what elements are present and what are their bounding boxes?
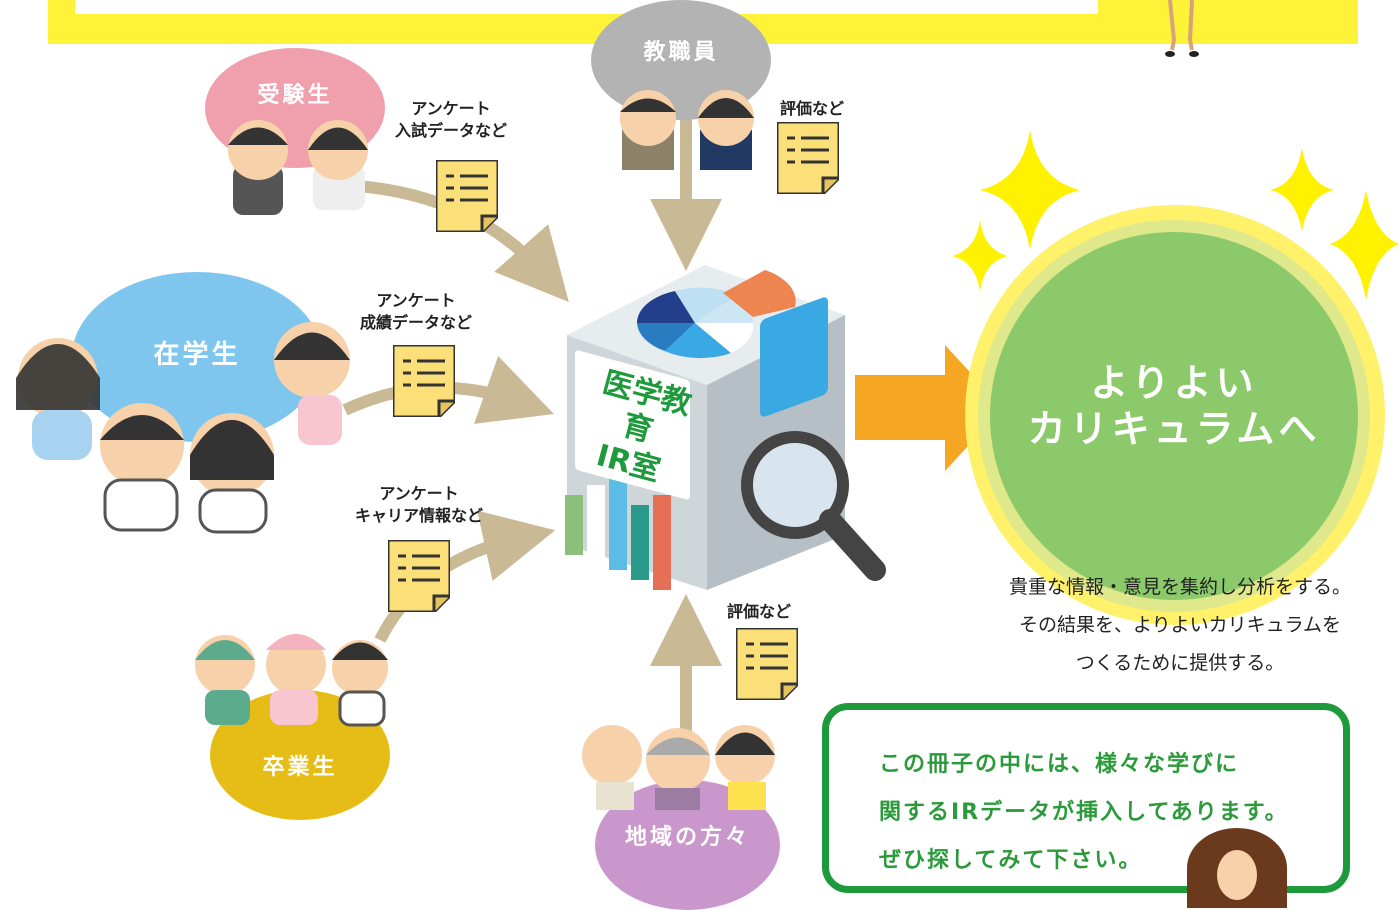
note-box-line3: ぜひ探してみて下さい。: [879, 848, 1143, 873]
note-box-line2: 関するIRデータが挿入してあります。: [879, 800, 1289, 825]
person-legs-icon: [1158, 0, 1208, 60]
description-line3: つくるために提供する。: [1075, 652, 1285, 674]
applicants-data-label: アンケート 入試データなど: [395, 98, 507, 142]
applicant-faces: [228, 120, 368, 215]
memo-icon-applicants: [436, 160, 498, 232]
students-data-label: アンケート 成績データなど: [360, 290, 472, 334]
sparkle-decoration: [952, 130, 1399, 300]
students-data-label-line1: アンケート: [376, 291, 456, 310]
graduates-data-label-line2: キャリア情報など: [355, 506, 484, 525]
memo-icon-community: [736, 628, 798, 700]
students-data-label-line2: 成績データなど: [360, 313, 473, 332]
description-line1: 貴重な情報・意見を集約し分析をする。: [1008, 576, 1351, 598]
top-banner-inner: [75, 0, 1098, 14]
applicants-data-label-line1: アンケート: [411, 99, 491, 118]
memo-icon-faculty: [777, 122, 839, 194]
goal-text-line2: カリキュラムへ: [1027, 407, 1321, 451]
memo-icon-graduates: [388, 540, 450, 612]
description-line2: その結果を、よりよいカリキュラムを: [1018, 614, 1342, 636]
note-box: この冊子の中には、様々な学びに 関するIRデータが挿入してあります。 ぜひ探して…: [822, 703, 1350, 908]
community-faces: [582, 725, 775, 810]
students-label: 在学生: [153, 339, 241, 370]
faculty-label: 教職員: [643, 40, 719, 65]
applicants-data-label-line2: 入試データなど: [395, 121, 508, 140]
graduate-faces: [195, 634, 388, 727]
graduates-data-label: アンケート キャリア情報など: [355, 483, 483, 527]
note-box-line1: この冊子の中には、様々な学びに: [879, 752, 1240, 777]
advisor-avatar: [1187, 828, 1287, 908]
goal-text-line1: よりよい: [1090, 361, 1258, 405]
community-data-label: 評価など: [727, 602, 792, 621]
goal-text: よりよい カリキュラムへ: [990, 360, 1358, 452]
goal-circle: [990, 232, 1358, 600]
faculty-data-label: 評価など: [780, 99, 845, 118]
student-faces: [16, 322, 350, 534]
graduates-data-label-line1: アンケート: [379, 484, 459, 503]
faculty-faces: [620, 90, 754, 170]
community-label: 地域の方々: [624, 825, 750, 850]
graduates-label: 卒業生: [262, 755, 338, 780]
people-illustrations: [16, 90, 775, 810]
applicants-label: 受験生: [257, 83, 333, 108]
memo-icon-students: [393, 345, 455, 417]
